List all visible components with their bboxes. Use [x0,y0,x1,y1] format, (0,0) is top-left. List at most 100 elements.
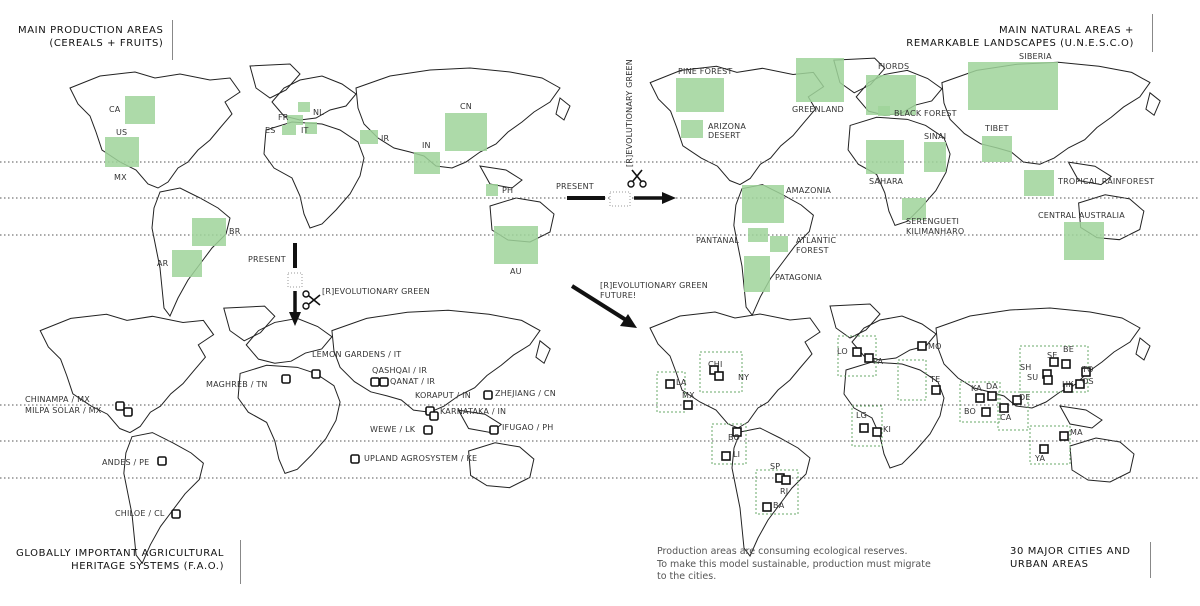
natural-area [744,256,770,292]
natural-label: TIBET [984,124,1009,133]
natural-label: SAHARA [869,177,903,186]
continent-outline [1059,405,1103,429]
city-marker [872,427,882,437]
continent-outline [151,187,231,317]
heritage-marker [311,369,321,379]
natural-area [770,236,788,252]
heritage-label: KARNATAKA / IN [440,407,506,416]
heritage-marker [423,425,433,435]
natural-label: KILIMANHARO [906,227,964,236]
city-marker [1063,383,1073,393]
natural-label: ARIZONA [708,122,746,131]
heritage-label: WEWE / LK [370,425,416,434]
city-label: DE [1019,393,1031,402]
continent-outline [237,364,341,475]
continent-outline [263,121,365,229]
natural-area [742,185,784,223]
production-label: MX [114,173,127,182]
city-label: MA [1070,428,1083,437]
city-label: LA [676,378,687,387]
heritage-label: MILPA SOLAR / MX [25,406,102,415]
production-label: AR [157,259,169,268]
scissors-icon [302,290,321,310]
heritage-label: CHILOE / CL [115,509,165,518]
production-area-ar [172,250,202,277]
natural-label: PANTANAL [696,236,739,245]
natural-area [796,58,844,102]
city-label: OS [1082,377,1094,386]
heritage-marker [115,401,125,411]
continent-outline [1069,437,1135,483]
continent-outline [249,63,301,99]
natural-area [968,62,1058,110]
scissors-ring [302,290,310,298]
continent-outline [223,305,276,342]
city-marker [781,475,791,485]
title-rule [172,20,173,60]
natural-area [1024,170,1054,196]
continent-outline [935,307,1141,409]
natural-label: CENTRAL AUSTRALIA [1038,211,1125,220]
city-marker [762,502,772,512]
continent-outline [479,165,523,189]
heritage-marker [429,411,439,421]
scissors-blade [631,169,642,182]
scissors-ring [627,180,635,188]
city-marker [1043,375,1053,385]
present-label: PRESENT [556,182,594,191]
continent-outline [649,311,821,429]
city-marker [917,341,927,351]
city-label: SE [1047,351,1058,360]
title-production-areas: MAIN PRODUCTION AREAS (CEREALS + FRUITS) [18,25,164,49]
city-label: BO [964,407,976,416]
urban-area-box [851,405,883,447]
natural-label: BLACK FOREST [894,109,957,118]
natural-label: SIBERIA [1019,52,1052,61]
continent-outline [829,303,881,339]
city-label: SP [770,462,780,471]
city-label: MO [928,342,942,351]
map-production [69,63,571,317]
city-label: CA [1000,413,1012,422]
natural-label: PATAGONIA [775,273,822,282]
city-marker [721,451,731,461]
production-area-es [282,125,296,135]
title-major-cities: 30 MAJOR CITIES AND URBAN AREAS [1010,546,1131,570]
natural-label: AMAZONIA [786,186,831,195]
city-marker [1061,359,1071,369]
urban-area-box [997,391,1029,431]
heritage-label: QASHQAI / IR [372,366,427,375]
continent-outline [331,309,541,413]
revolutionary-green-label: [R]EVOLUTIONARY GREEN [322,287,430,296]
production-label: FR [278,113,289,122]
city-label: HK [1062,380,1074,389]
production-label: IT [301,126,309,135]
heritage-label: QANAT / IR [390,377,435,386]
natural-label: SERENGUETI [906,217,959,226]
natural-area [748,228,768,242]
heritage-marker [123,407,133,417]
city-marker [714,371,724,381]
production-area-it [305,122,317,134]
natural-label: GREENLAND [792,105,844,114]
natural-label: FOREST [796,246,829,255]
production-label: ES [265,126,276,135]
natural-label: FIORDS [878,62,909,71]
future-arrow [570,284,628,322]
scissors-icon [627,169,647,188]
natural-area [681,120,703,138]
continent-outline [649,65,825,186]
urban-area-box [897,359,927,401]
title-heritage-systems: GLOBALLY IMPORTANT AGRICULTURAL HERITAGE… [16,548,225,572]
city-marker [732,427,742,437]
city-label: BA [773,501,785,510]
heritage-label: MAGHREB / TN [206,380,268,389]
production-area-nl [298,102,310,112]
future-label: [R]EVOLUTIONARY GREEN [600,281,708,290]
title-natural-areas: MAIN NATURAL AREAS + REMARKABLE LANDSCAP… [906,25,1134,49]
natural-area [866,75,916,115]
natural-label: ATLANTIC [796,236,836,245]
city-label: LG [856,411,867,420]
city-marker [1012,395,1022,405]
